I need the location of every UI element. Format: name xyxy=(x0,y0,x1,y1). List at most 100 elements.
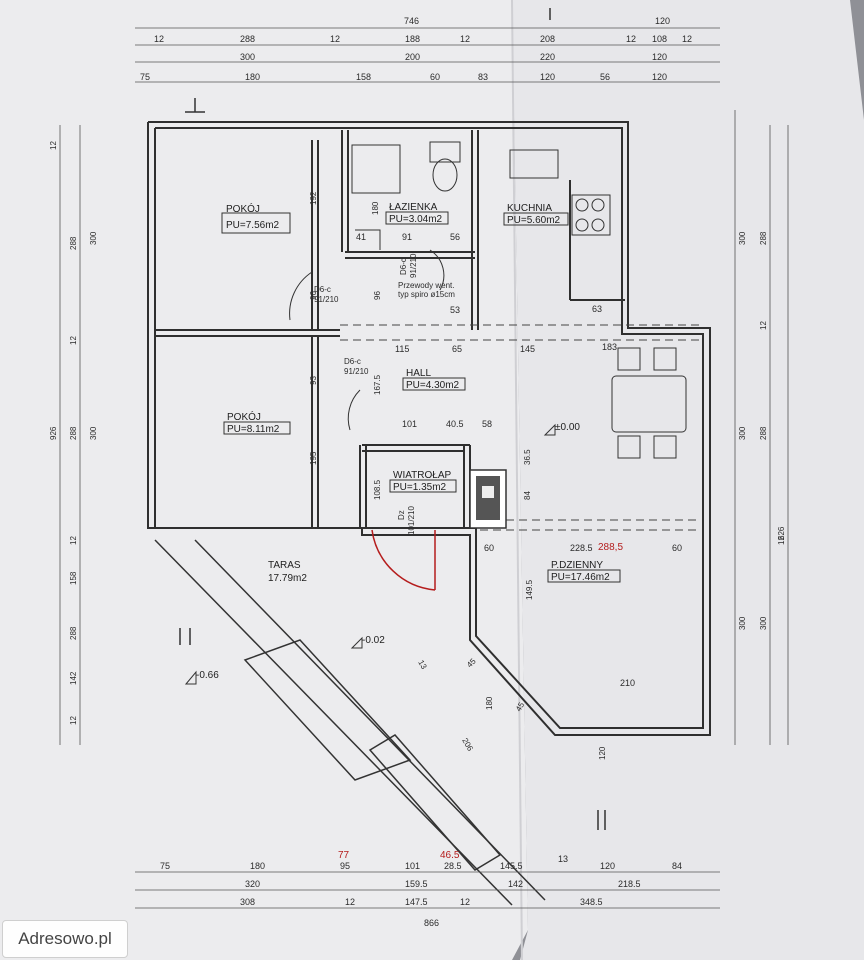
svg-text:228.5: 228.5 xyxy=(570,543,593,553)
dim-label: 28.5 xyxy=(444,861,462,871)
dim-label: 108 xyxy=(652,34,667,44)
svg-text:101/210: 101/210 xyxy=(407,506,416,535)
dim-label: 75 xyxy=(160,861,170,871)
room-name: KUCHNIA xyxy=(507,203,552,214)
dim-label: 142 xyxy=(508,879,523,889)
svg-text:60: 60 xyxy=(672,543,682,553)
svg-text:192: 192 xyxy=(309,191,318,205)
room-area: PU=4.30m2 xyxy=(406,380,460,391)
svg-text:typ spiro ø15cm: typ spiro ø15cm xyxy=(398,290,455,299)
dim-label: 12 xyxy=(682,34,692,44)
dim-label: 56 xyxy=(600,72,610,82)
svg-text:D6-c: D6-c xyxy=(344,357,361,366)
dim-label: 12 xyxy=(69,716,78,725)
dim-label: 120 xyxy=(600,861,615,871)
svg-text:93: 93 xyxy=(309,376,318,385)
svg-text:167.5: 167.5 xyxy=(373,374,382,395)
beam-lines xyxy=(340,324,700,531)
dim-label: 12 xyxy=(460,34,470,44)
dim-label: 13 xyxy=(558,854,568,864)
dim-label: 300 xyxy=(738,616,747,630)
dim-label: 12 xyxy=(345,897,355,907)
dimension-lines xyxy=(59,27,789,909)
svg-text:56: 56 xyxy=(450,232,460,242)
dim-label: 288 xyxy=(240,34,255,44)
svg-text:D6-c: D6-c xyxy=(399,258,408,275)
dim-label: 158 xyxy=(69,571,78,585)
room-area: PU=8.11m2 xyxy=(227,424,280,435)
room-area: PU=1.35m2 xyxy=(393,482,447,493)
dim-label: 218.5 xyxy=(618,879,641,889)
dim-label: 12 xyxy=(759,321,768,330)
dim-label: 60 xyxy=(430,72,440,82)
room-area: PU=5.60m2 xyxy=(507,215,561,226)
level-marks: ±0.00 -0.02 -0.66 xyxy=(184,422,580,685)
dim-label: 288 xyxy=(69,236,78,250)
dim-label: 142 xyxy=(69,671,78,685)
dim-label: 626 xyxy=(777,526,786,540)
svg-text:60: 60 xyxy=(484,543,494,553)
entrance-door-swing xyxy=(371,529,436,591)
level-hall: ±0.00 xyxy=(555,422,580,433)
dim-label: 158 xyxy=(356,72,371,82)
room-name: ŁAZIENKA xyxy=(389,202,438,213)
svg-text:149.5: 149.5 xyxy=(525,579,534,600)
svg-text:Przewody went.: Przewody went. xyxy=(398,281,454,290)
room-name: POKÓJ xyxy=(227,410,261,423)
dim-label: 288 xyxy=(69,426,78,440)
paper-left-sheet xyxy=(0,0,528,960)
dim-label: 180 xyxy=(245,72,260,82)
svg-text:120: 120 xyxy=(598,746,607,760)
dim-label: 12 xyxy=(69,336,78,345)
room-area: PU=17.46m2 xyxy=(551,572,610,583)
dim-label: 12 xyxy=(330,34,340,44)
svg-text:91/210: 91/210 xyxy=(409,253,418,278)
section-markers xyxy=(179,8,606,830)
interior-dimensions: 192 96 96 93 195 167.5 115 65 145 183 53… xyxy=(309,191,682,760)
dim-red-label: 77 xyxy=(338,850,350,861)
svg-text:91/210: 91/210 xyxy=(344,367,369,376)
svg-text:84: 84 xyxy=(523,491,532,500)
dim-label: 180 xyxy=(250,861,265,871)
svg-text:41: 41 xyxy=(356,232,366,242)
dim-label: 120 xyxy=(540,72,555,82)
svg-text:210: 210 xyxy=(620,678,635,688)
dim-label: 12 xyxy=(777,536,786,545)
dim-label: 288 xyxy=(69,626,78,640)
dim-label: 288 xyxy=(759,231,768,245)
door-swings xyxy=(289,249,445,431)
dim-label: 145.5 xyxy=(500,861,523,871)
chimney xyxy=(469,469,507,529)
dim-label: 120 xyxy=(652,52,667,62)
dim-label: 101 xyxy=(405,861,420,871)
room-label-frames xyxy=(221,211,621,583)
dim-red-label: 288,5 xyxy=(598,542,623,553)
svg-text:36.5: 36.5 xyxy=(523,449,532,465)
dim-label: 83 xyxy=(478,72,488,82)
svg-text:63: 63 xyxy=(592,304,602,314)
dim-bottom-total: 866 xyxy=(424,918,439,928)
dim-label: 300 xyxy=(738,426,747,440)
room-labels: POKÓJ PU=7.56m2 ŁAZIENKA PU=3.04m2 KUCHN… xyxy=(226,202,610,584)
walls xyxy=(147,121,711,736)
dim-label: 300 xyxy=(738,231,747,245)
dim-label: 220 xyxy=(540,52,555,62)
door-labels: D6-c 91/210 D6-c 91/210 D6-c 91/210 Dz 1… xyxy=(314,253,455,535)
room-name: P.DZIENNY xyxy=(551,560,603,571)
dim-left-total: 926 xyxy=(49,426,58,440)
room-area: PU=3.04m2 xyxy=(389,214,443,225)
svg-text:180: 180 xyxy=(371,201,380,215)
dim-label: 288 xyxy=(759,426,768,440)
svg-text:65: 65 xyxy=(452,344,462,354)
svg-text:108.5: 108.5 xyxy=(373,479,382,500)
dim-label: 320 xyxy=(245,879,260,889)
dim-label: 75 xyxy=(140,72,150,82)
svg-text:91: 91 xyxy=(402,232,412,242)
dim-label: 200 xyxy=(405,52,420,62)
room-name: POKÓJ xyxy=(226,202,260,215)
dim-label: 300 xyxy=(89,426,98,440)
room-name: TARAS xyxy=(268,560,301,571)
fixtures xyxy=(351,141,687,459)
